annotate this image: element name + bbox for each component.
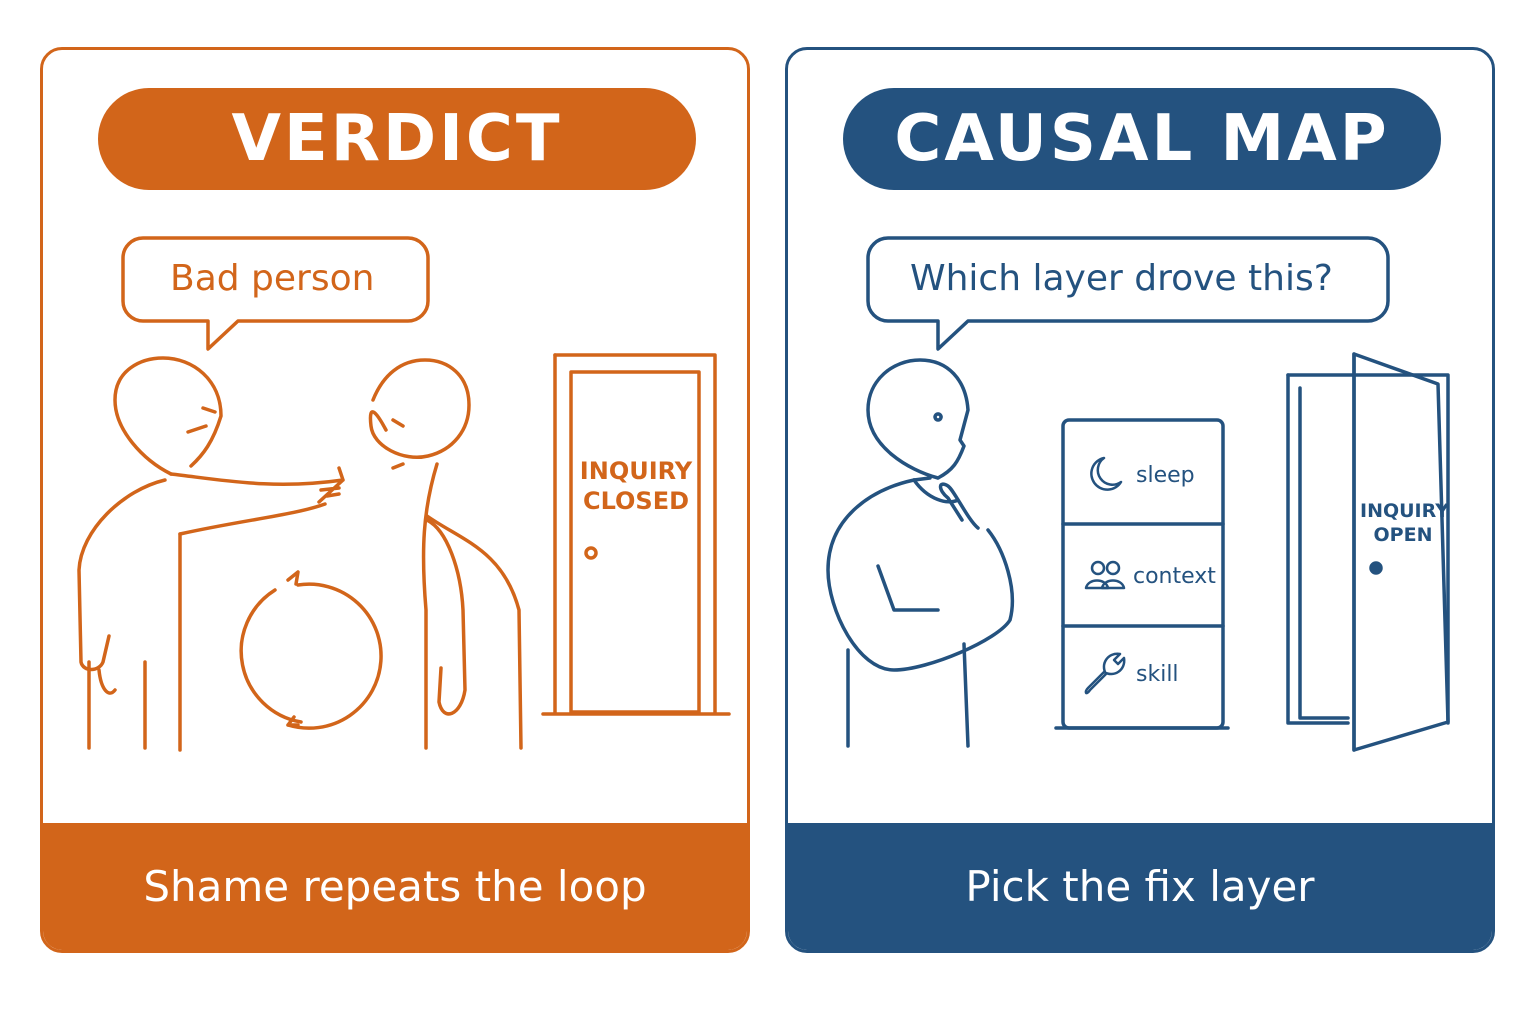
people-icon bbox=[1084, 560, 1126, 590]
moon-icon bbox=[1090, 456, 1123, 491]
door-label-line1: INQUIRY bbox=[1360, 500, 1449, 522]
causal-map-title: CAUSAL MAP bbox=[843, 88, 1441, 190]
door-label-line2: OPEN bbox=[1373, 523, 1433, 546]
door-label-line1: INQUIRY bbox=[579, 457, 693, 485]
causal-map-panel: CAUSAL MAP bbox=[785, 47, 1495, 953]
verdict-panel: VERDICT bbox=[40, 47, 750, 953]
layer-label-sleep: sleep bbox=[1136, 463, 1195, 488]
verdict-speech-text: Bad person bbox=[170, 258, 375, 299]
thinking-person-icon bbox=[826, 358, 1015, 748]
verdict-footer: Shame repeats the loop bbox=[43, 823, 747, 950]
causal-map-speech-text: Which layer drove this? bbox=[910, 258, 1333, 299]
speech-bubble-icon bbox=[866, 236, 1390, 351]
layer-stack-icon bbox=[1054, 418, 1230, 730]
inquiry-closed-label: INQUIRY CLOSED bbox=[573, 456, 699, 516]
layer-label-skill: skill bbox=[1136, 662, 1179, 687]
open-door-icon bbox=[1286, 352, 1450, 752]
inquiry-open-label: INQUIRY OPEN bbox=[1360, 500, 1449, 548]
layer-label-context: context bbox=[1133, 564, 1216, 589]
closed-door-icon bbox=[541, 353, 731, 716]
pointing-person-icon bbox=[77, 356, 345, 752]
wrench-icon bbox=[1084, 652, 1126, 695]
repeat-loop-arrows-icon bbox=[239, 570, 383, 730]
speech-bubble-icon bbox=[121, 236, 430, 351]
causal-map-footer: Pick the fix layer bbox=[788, 823, 1492, 950]
door-label-line2: CLOSED bbox=[582, 487, 690, 515]
causal-map-illustration bbox=[826, 236, 1450, 752]
ashamed-person-icon bbox=[368, 358, 523, 750]
verdict-title: VERDICT bbox=[98, 88, 696, 190]
verdict-illustration bbox=[77, 236, 731, 752]
